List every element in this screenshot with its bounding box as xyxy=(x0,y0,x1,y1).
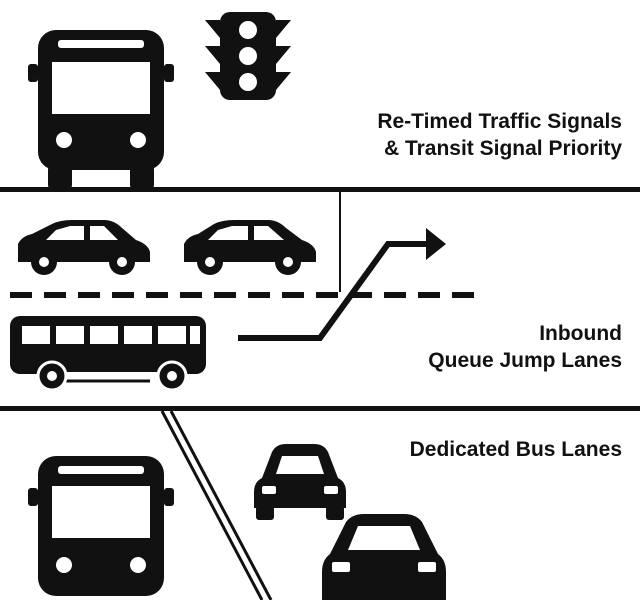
bus-lane-lines xyxy=(160,410,273,600)
label-line: & Transit Signal Priority xyxy=(383,137,622,160)
bus-front-icon xyxy=(28,30,174,190)
bus-front-icon xyxy=(28,456,174,596)
car-side-icon xyxy=(184,220,316,275)
queue-jump-arrow-icon xyxy=(238,228,446,341)
label-line: Re-Timed Traffic Signals xyxy=(377,110,622,133)
divider-bottom xyxy=(0,406,640,411)
label-line: Inbound xyxy=(539,322,622,345)
bus-lanes-label: Dedicated Bus Lanes xyxy=(410,436,622,463)
queue-jump-label: Inbound Queue Jump Lanes xyxy=(428,320,622,374)
label-line: Queue Jump Lanes xyxy=(428,349,622,372)
lane-dashes xyxy=(10,292,474,298)
bus-side-icon xyxy=(10,316,206,392)
signal-priority-label: Re-Timed Traffic Signals & Transit Signa… xyxy=(377,108,622,162)
car-front-icon xyxy=(254,444,346,520)
traffic-light-icon xyxy=(205,12,291,100)
divider-top xyxy=(0,187,640,192)
label-line: Dedicated Bus Lanes xyxy=(409,438,622,461)
car-side-icon xyxy=(18,220,150,275)
car-front-icon xyxy=(322,514,446,600)
